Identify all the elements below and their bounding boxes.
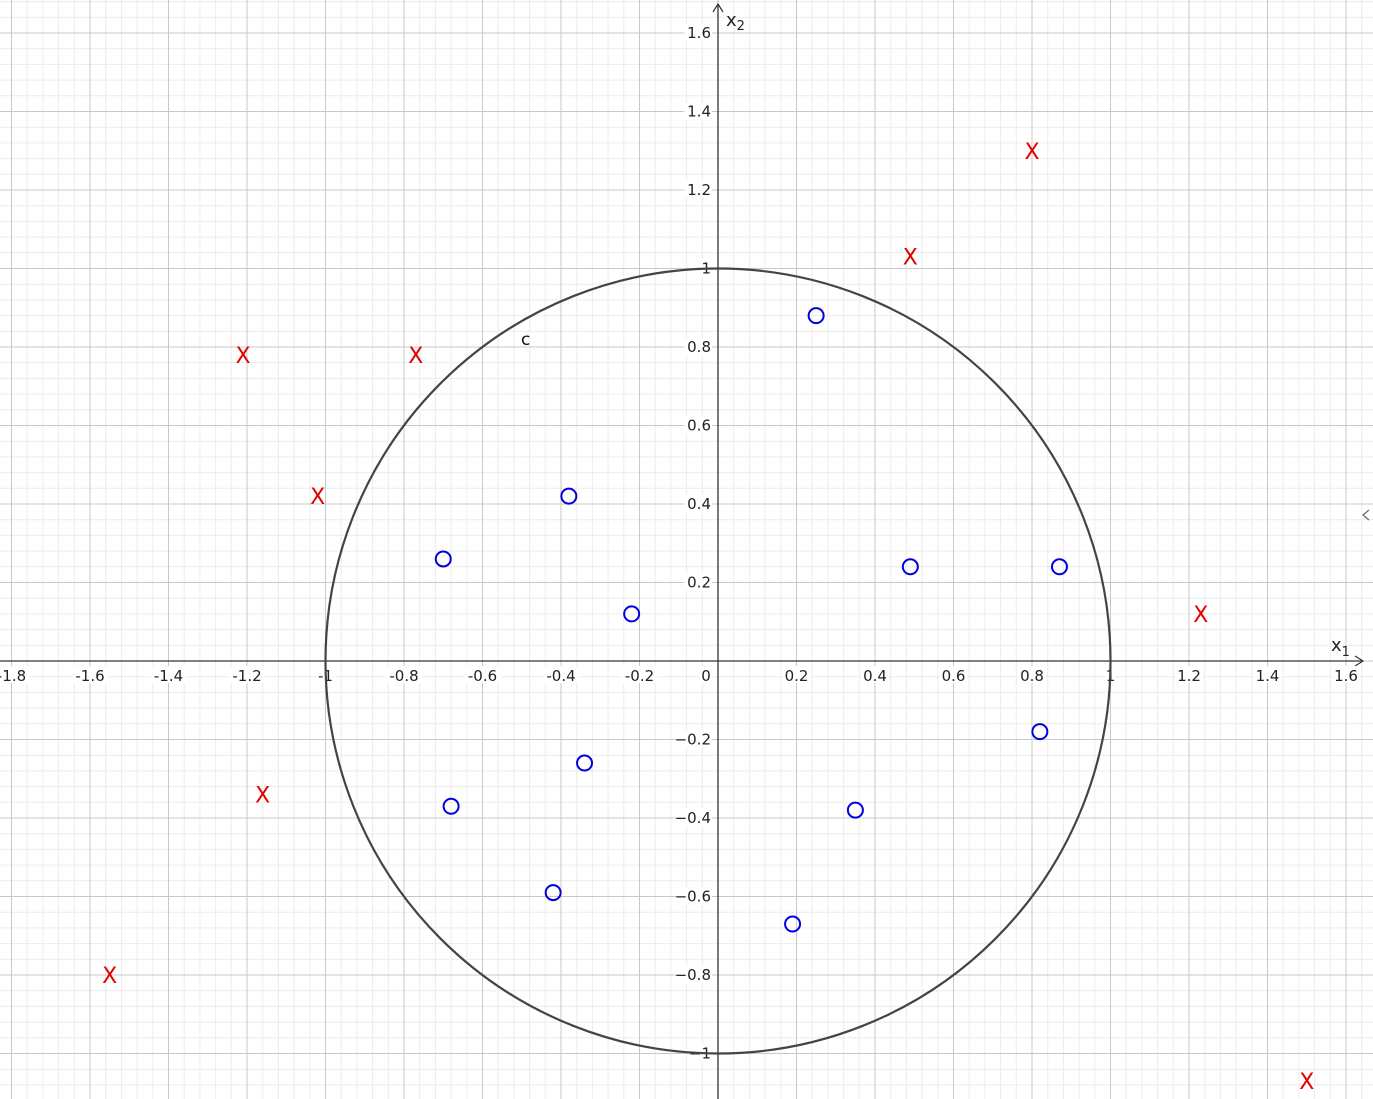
x-tick-label: 0.4 (863, 667, 887, 685)
label-background (684, 416, 712, 434)
label-background (861, 666, 889, 683)
x-marker-point: X (1193, 603, 1208, 628)
y-tick-label: 0.6 (687, 417, 711, 435)
circle-marker-point (807, 307, 825, 325)
label-background (676, 809, 712, 826)
label-background (684, 102, 712, 120)
y-tick-label: −0.4 (675, 809, 711, 827)
tick-labels: -1.8-1.6-1.4-1.2-1-0.8-0.6-0.4-0.20.20.4… (0, 10, 1360, 1063)
y-tick-label: 1.6 (687, 24, 711, 42)
x-tick-label: 1.4 (1256, 667, 1280, 685)
circle-marker-point (544, 884, 562, 902)
unit-circle: c (324, 267, 1112, 1055)
label-background (0, 666, 30, 683)
x-marker-point: X (1299, 1070, 1314, 1095)
x-tick-label: -1.4 (154, 667, 183, 685)
label-background (700, 666, 712, 683)
circle-marker-point (846, 801, 864, 819)
circle-marker-point (901, 558, 919, 576)
label-background (684, 495, 712, 512)
x-tick-label: 1.2 (1177, 667, 1201, 685)
x-tick-label: -0.4 (546, 667, 575, 685)
x-marker-point: X (1024, 140, 1039, 165)
x-marker-point: X (903, 246, 918, 271)
x-axis-title-subscript: 1 (1342, 645, 1350, 660)
label-background (621, 666, 658, 683)
label-background (464, 666, 501, 683)
label-background (150, 666, 187, 683)
x-marker-point: X (310, 485, 325, 510)
label-background (543, 666, 579, 683)
label-background (1253, 666, 1282, 683)
label-background (229, 666, 265, 683)
x-marker-point: X (255, 783, 270, 808)
x-tick-label: -0.6 (468, 667, 497, 685)
y-tick-label: 1.4 (687, 103, 711, 121)
label-background (72, 666, 108, 683)
origin-label: 0 (701, 667, 711, 685)
x-axis-title: x1 (1331, 635, 1350, 660)
x-tick-label: -1.8 (0, 667, 26, 685)
x-tick-label: 0.6 (942, 667, 966, 685)
x-marker-point: X (408, 344, 423, 369)
label-background (676, 887, 712, 905)
x-tick-label: -1.2 (232, 667, 261, 685)
circle-marker-point (434, 550, 452, 568)
circle-marker-point (560, 487, 578, 505)
y-tick-label: 1.2 (687, 181, 711, 199)
label-background (684, 24, 712, 41)
y-axis-title-subscript: 2 (737, 19, 745, 34)
panel-toggle-icon[interactable] (1359, 500, 1373, 530)
label-background (684, 181, 712, 198)
label-background (1175, 666, 1203, 683)
circle-marker-point (576, 754, 594, 772)
x-tick-label: -0.8 (389, 667, 418, 685)
label-background (939, 666, 968, 683)
y-axis-arrow-icon (712, 2, 724, 13)
circle-marker-point (1031, 723, 1049, 741)
label-background (386, 666, 422, 683)
circle-marker-point (623, 605, 641, 623)
y-axis-title: x2 (726, 10, 745, 34)
x-tick-label: 1.6 (1334, 667, 1358, 685)
circle-c (324, 267, 1112, 1055)
label-background (1018, 666, 1046, 683)
data-points: X X X X X X X X X (102, 140, 1314, 1095)
y-tick-label: 0.2 (687, 574, 711, 592)
x-tick-label: -0.2 (625, 667, 654, 685)
x-tick-label: -1.6 (75, 667, 104, 685)
label-background (676, 730, 712, 748)
circle-marker-point (784, 915, 802, 933)
y-tick-label: −0.2 (675, 731, 711, 749)
circle-marker-point (1050, 558, 1068, 576)
label-background (684, 573, 712, 591)
label-background (684, 338, 712, 355)
label-background (1332, 666, 1360, 683)
y-tick-label: 0.4 (687, 495, 711, 513)
x-tick-label: 0.8 (1020, 667, 1044, 685)
y-tick-label: −0.6 (675, 888, 711, 906)
x-axis-arrow-icon (1354, 655, 1365, 667)
x-marker-point: X (102, 964, 117, 989)
label-background (782, 666, 811, 683)
x-tick-label: 0.2 (785, 667, 809, 685)
circle-label: c (521, 330, 530, 350)
y-tick-label: 0.8 (687, 338, 711, 356)
circle-marker-point (442, 797, 460, 815)
label-background (676, 966, 712, 983)
y-tick-label: −0.8 (675, 966, 711, 984)
x-marker-point: X (236, 344, 251, 369)
